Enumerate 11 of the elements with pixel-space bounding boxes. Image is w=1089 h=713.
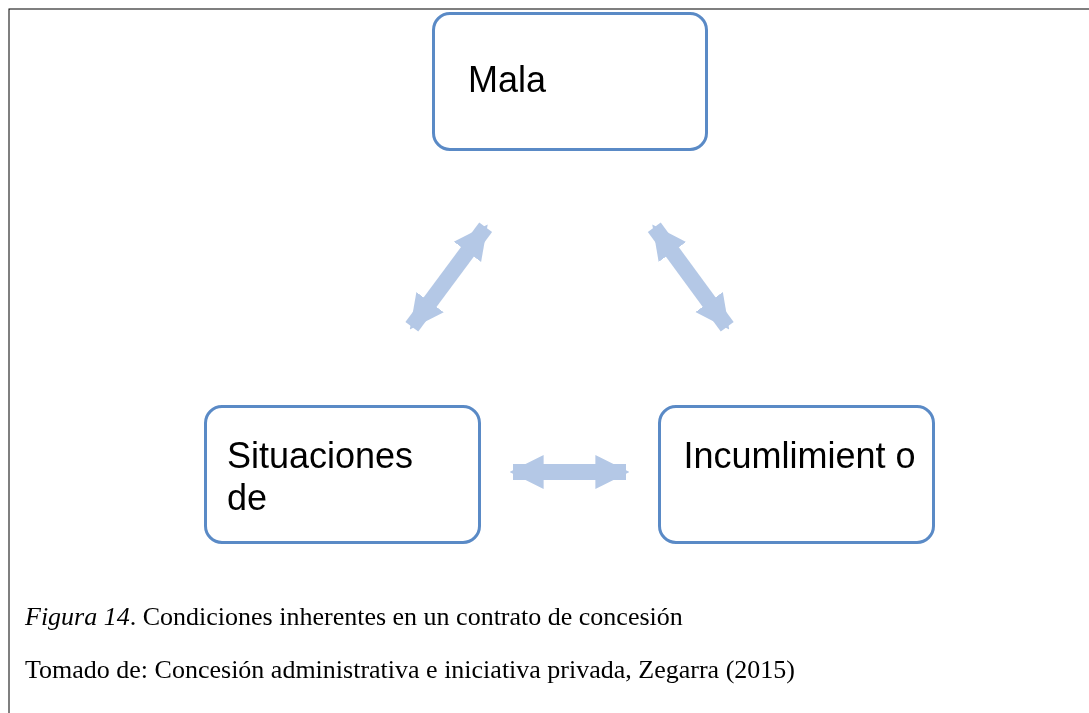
double-arrow [405, 222, 493, 332]
rounded-box [204, 405, 481, 544]
source-note: Tomado de: Concesión administrativa e iniciativa privada, Zegarra (2015) [25, 655, 795, 685]
node-label: Incumlimient o [682, 435, 917, 477]
figure-caption: Figura 14. Condiciones inherentes en un contrato de concesión [25, 602, 683, 632]
double-arrow [647, 222, 734, 332]
rounded-box [658, 405, 935, 544]
double-arrow [509, 455, 630, 489]
node-label: Mala [468, 59, 548, 101]
rounded-box [432, 12, 708, 151]
node-label: Situaciones de [227, 435, 415, 519]
